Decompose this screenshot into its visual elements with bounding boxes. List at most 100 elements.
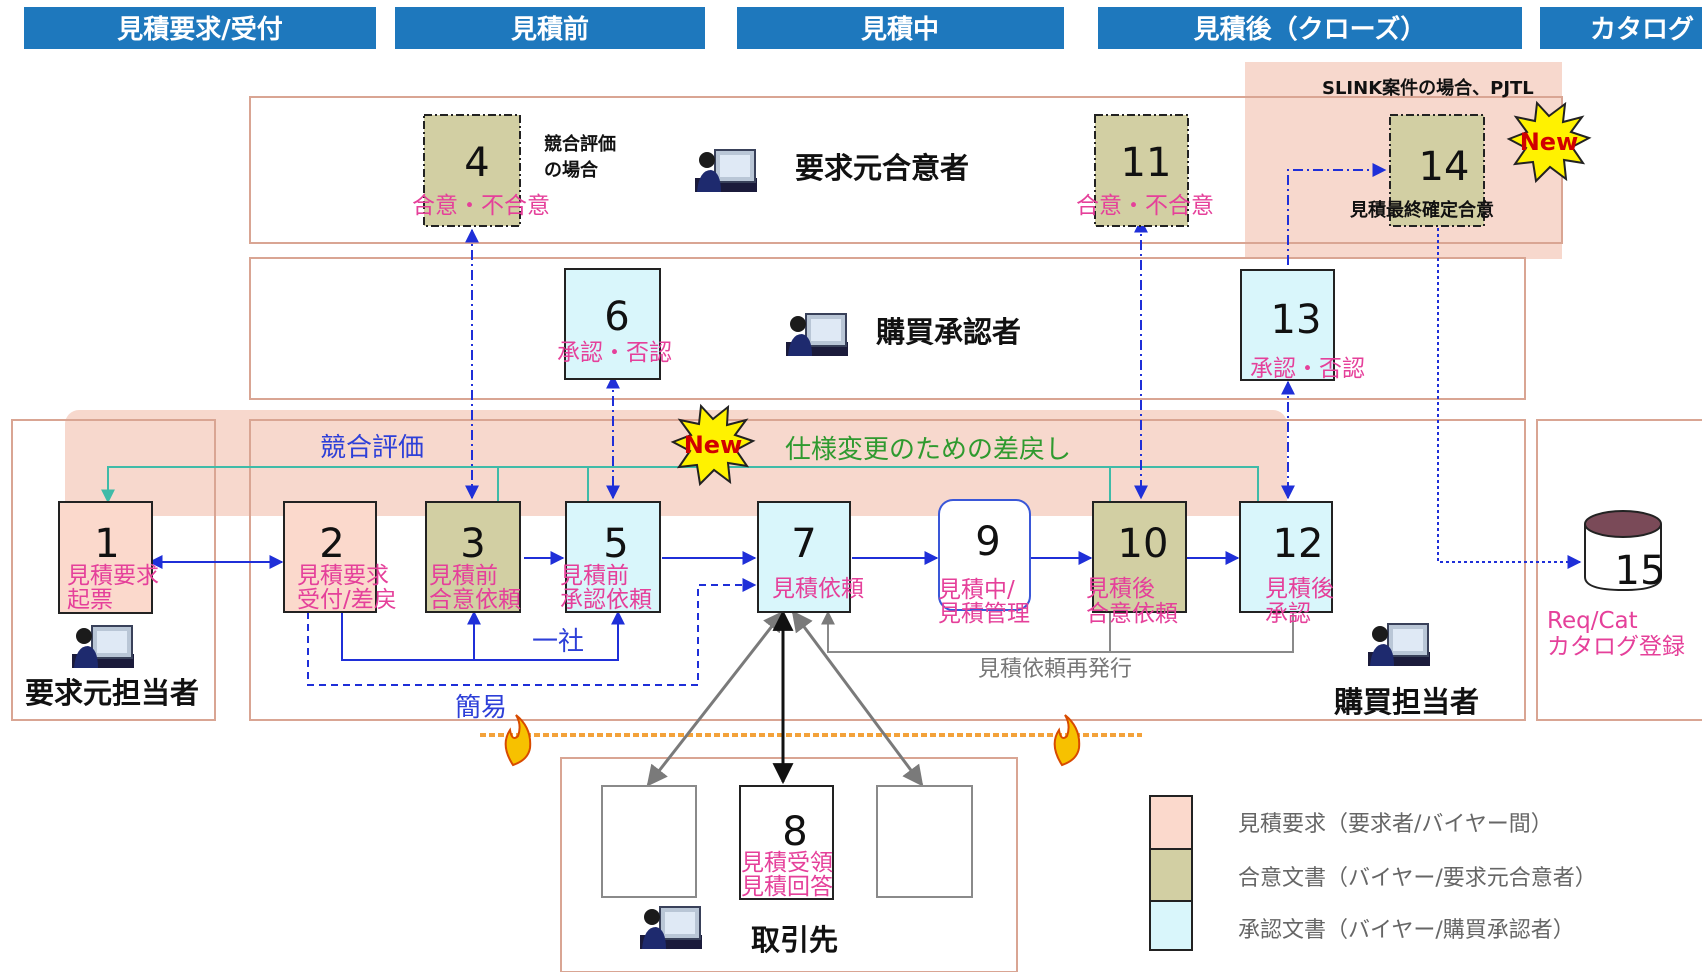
svg-text:合意依頼: 合意依頼 bbox=[429, 587, 521, 613]
competitive-highlight-area bbox=[65, 410, 1287, 516]
requester-approver-icon bbox=[694, 149, 758, 193]
svg-text:承認依頼: 承認依頼 bbox=[560, 587, 652, 613]
svg-text:15: 15 bbox=[1615, 548, 1666, 594]
svg-text:合意依頼: 合意依頼 bbox=[1086, 601, 1178, 627]
svg-text:8: 8 bbox=[782, 809, 807, 855]
phase-label-5: カタログ bbox=[1590, 15, 1694, 45]
svg-text:見積回答: 見積回答 bbox=[741, 874, 833, 900]
lane-purchase-approver bbox=[249, 257, 1526, 400]
svg-text:14: 14 bbox=[1419, 144, 1470, 190]
svg-text:11: 11 bbox=[1121, 140, 1172, 186]
legend-approval-label: 承認文書（バイヤー/購買承認者） bbox=[1238, 918, 1575, 943]
new-badge: New bbox=[1506, 100, 1592, 184]
purchase-approver-icon bbox=[785, 313, 849, 357]
svg-text:10: 10 bbox=[1118, 521, 1169, 567]
box-8: 8 見積受領 見積回答 bbox=[739, 785, 834, 900]
new-badge-label: New bbox=[684, 431, 743, 459]
legend-swatch-request bbox=[1149, 795, 1193, 850]
svg-text:4: 4 bbox=[464, 140, 489, 186]
svg-text:見積管理: 見積管理 bbox=[938, 601, 1030, 627]
box-12: 12 見積後 承認 bbox=[1239, 501, 1334, 627]
svg-text:合意・不合意: 合意・不合意 bbox=[1076, 193, 1214, 219]
svg-text:承認・否認: 承認・否認 bbox=[557, 340, 672, 366]
supplier-icon bbox=[639, 906, 703, 950]
svg-text:5: 5 bbox=[603, 521, 628, 567]
spec-change-return-label: 仕様変更のための差戻し bbox=[785, 435, 1071, 465]
legend: 見積要求（要求者/バイヤー間） 合意文書（バイヤー/要求元合意者） 承認文書（バ… bbox=[1149, 795, 1597, 951]
legend-consent-label: 合意文書（バイヤー/要求元合意者） bbox=[1238, 866, 1597, 891]
svg-text:受付/差戻: 受付/差戻 bbox=[297, 587, 397, 613]
role-purchase-approver: 購買承認者 bbox=[876, 315, 1021, 349]
phase-bar-5 bbox=[1540, 7, 1702, 49]
box-11: 11 合意・不合意 bbox=[1076, 114, 1214, 227]
legend-request-label: 見積要求（要求者/バイヤー間） bbox=[1238, 812, 1553, 837]
slink-note: SLINK案件の場合、PJTL bbox=[1322, 77, 1534, 99]
box-3: 3 見積前 合意依頼 bbox=[425, 501, 521, 613]
lane-requester bbox=[11, 419, 216, 721]
catalog-label-line2: カタログ登録 bbox=[1547, 634, 1685, 660]
box-9: 9 見積中/ 見積管理 bbox=[938, 499, 1031, 627]
lane-catalog bbox=[1536, 419, 1702, 721]
reissue-label: 見積依頼再発行 bbox=[978, 657, 1132, 682]
box-5: 5 見積前 承認依頼 bbox=[560, 501, 661, 613]
svg-text:見積中/: 見積中/ bbox=[938, 577, 1015, 603]
svg-text:起票: 起票 bbox=[67, 587, 113, 613]
svg-text:9: 9 bbox=[975, 519, 1000, 565]
svg-text:承認: 承認 bbox=[1265, 601, 1311, 627]
svg-text:7: 7 bbox=[791, 521, 816, 567]
svg-text:見積前: 見積前 bbox=[560, 563, 629, 589]
fire-icon bbox=[504, 714, 532, 767]
box-supplier-right bbox=[876, 785, 973, 898]
simple-label: 簡易 bbox=[455, 693, 507, 723]
competitive-case-note-line1: 競合評価 bbox=[544, 133, 616, 155]
fire-icon bbox=[1053, 714, 1081, 767]
buyer-icon bbox=[1367, 623, 1431, 667]
svg-text:12: 12 bbox=[1273, 521, 1324, 567]
new-badge-label: New bbox=[1520, 128, 1579, 156]
role-requester: 要求元担当者 bbox=[25, 676, 199, 710]
svg-text:見積要求: 見積要求 bbox=[297, 563, 389, 589]
svg-text:2: 2 bbox=[319, 521, 344, 567]
legend-swatch-consent bbox=[1149, 848, 1193, 902]
box-2: 2 見積要求 受付/差戻 bbox=[283, 501, 397, 613]
legend-swatch-approval bbox=[1149, 900, 1193, 951]
phase-bar-2 bbox=[395, 7, 705, 49]
role-supplier: 取引先 bbox=[751, 923, 838, 957]
catalog-label-line1: Req/Cat bbox=[1547, 608, 1638, 634]
svg-text:合意・不合意: 合意・不合意 bbox=[412, 193, 550, 219]
phase-bar-3 bbox=[737, 7, 1064, 49]
svg-text:見積依頼: 見積依頼 bbox=[772, 576, 864, 602]
phase-label-1: 見積要求/受付 bbox=[117, 14, 283, 45]
svg-text:6: 6 bbox=[604, 294, 629, 340]
phase-header: 見積要求/受付 見積前 見積中 見積後（クローズ） カタログ bbox=[24, 7, 1702, 49]
phase-label-4: 見積後（クローズ） bbox=[1194, 14, 1427, 45]
svg-text:見積後: 見積後 bbox=[1086, 576, 1155, 602]
box-10: 10 見積後 合意依頼 bbox=[1086, 501, 1187, 627]
svg-text:承認・否認: 承認・否認 bbox=[1250, 356, 1365, 382]
svg-text:3: 3 bbox=[460, 521, 485, 567]
box-4: 4 合意・不合意 bbox=[412, 114, 550, 227]
box-14: 14 見積最終確定合意 bbox=[1349, 114, 1494, 227]
phase-label-2: 見積前 bbox=[511, 14, 589, 45]
svg-text:見積要求: 見積要求 bbox=[67, 563, 159, 589]
one-supplier-label: 一社 bbox=[532, 627, 584, 657]
svg-text:13: 13 bbox=[1271, 297, 1322, 343]
svg-text:1: 1 bbox=[94, 521, 119, 567]
svg-text:見積後: 見積後 bbox=[1265, 576, 1334, 602]
box-6: 6 承認・否認 bbox=[557, 268, 672, 380]
svg-text:見積前: 見積前 bbox=[429, 563, 498, 589]
box-supplier-left bbox=[601, 785, 697, 898]
phase-bar-1 bbox=[24, 7, 376, 49]
phase-label-3: 見積中 bbox=[861, 15, 939, 45]
new-badge: New bbox=[670, 403, 756, 487]
phase-bar-4 bbox=[1098, 7, 1522, 49]
box-13: 13 承認・否認 bbox=[1240, 269, 1365, 382]
box-7: 7 見積依頼 bbox=[757, 501, 864, 613]
svg-text:見積受領: 見積受領 bbox=[741, 850, 833, 876]
role-requester-approver: 要求元合意者 bbox=[795, 151, 969, 185]
competitive-eval-label: 競合評価 bbox=[320, 433, 424, 463]
competitive-case-note-line2: の場合 bbox=[544, 159, 599, 181]
catalog-database-icon: 15 bbox=[1584, 510, 1666, 594]
requester-icon bbox=[71, 625, 135, 669]
